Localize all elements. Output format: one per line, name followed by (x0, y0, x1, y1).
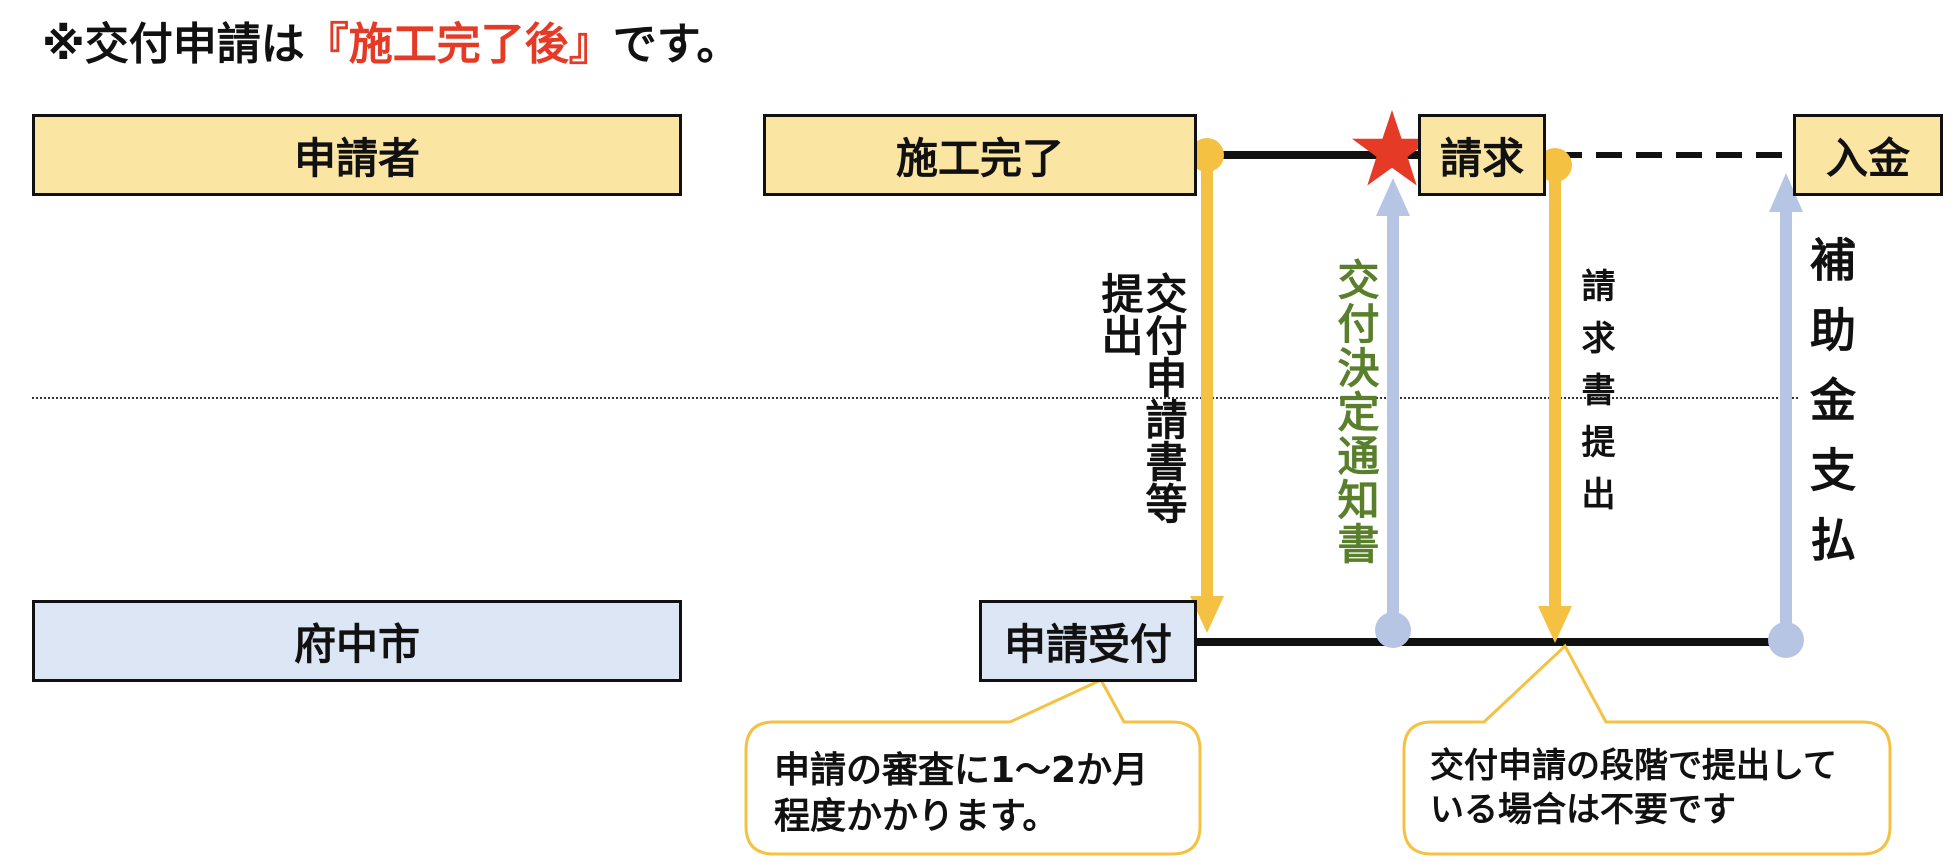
submit-application-arrowhead (1190, 596, 1224, 633)
subsidy-payment-start-dot (1768, 622, 1804, 658)
review-note-line2: 程度かかります。 (774, 796, 1059, 837)
lane-city: 府中市 (32, 600, 682, 682)
step-invoice-label: 請求 (1439, 133, 1524, 183)
title-suffix: です。 (612, 19, 741, 70)
submit-application-label-line1: 交付申請書等 (1139, 272, 1188, 524)
unnecessary-note: 交付申請の段階で提出して いる場合は不要です (1430, 744, 1837, 832)
subsidy-payment-label: 補助金支払 (1803, 236, 1857, 586)
step-payment-received: 入金 (1793, 114, 1943, 196)
submit-invoice-arrowhead (1538, 606, 1572, 643)
lane-city-label: 府中市 (293, 619, 420, 669)
submit-invoice-label: 請求書提出 (1575, 268, 1615, 528)
review-note: 申請の審査に1〜2か月 程度かかります。 (774, 748, 1148, 840)
step-invoice: 請求 (1418, 114, 1546, 196)
step-construction-complete: 施工完了 (763, 114, 1197, 196)
decision-notice-arrowhead (1376, 178, 1410, 216)
unnecessary-callout-bubble (1402, 643, 1892, 856)
subsidy-payment-arrowhead (1769, 173, 1803, 212)
lane-applicant-label: 申請者 (293, 133, 420, 183)
lane-applicant: 申請者 (32, 114, 682, 196)
submit-invoice-start-dot (1538, 148, 1572, 182)
step-payment-received-label: 入金 (1825, 133, 1910, 183)
step-construction-complete-label: 施工完了 (895, 133, 1064, 183)
review-callout-bubble (744, 678, 1202, 856)
review-note-line1: 申請の審査に1〜2か月 (774, 750, 1149, 791)
unnecessary-note-line1: 交付申請の段階で提出して (1430, 746, 1837, 786)
submit-application-start-dot (1190, 138, 1224, 172)
decision-notice-label: 交付決定通知書 (1331, 258, 1380, 566)
step-application-received-label: 申請受付 (1003, 619, 1172, 669)
page-title: ※交付申請は『施工完了後』です。 (42, 8, 740, 72)
title-emphasis: 『施工完了後』 (304, 19, 613, 70)
decision-notice-start-dot (1375, 612, 1411, 648)
submit-application-label-line2: 提出 (1095, 272, 1144, 356)
step-application-received: 申請受付 (979, 600, 1197, 682)
title-prefix: ※交付申請は (42, 19, 305, 70)
star-icon (1352, 110, 1432, 186)
unnecessary-note-line2: いる場合は不要です (1430, 790, 1736, 830)
